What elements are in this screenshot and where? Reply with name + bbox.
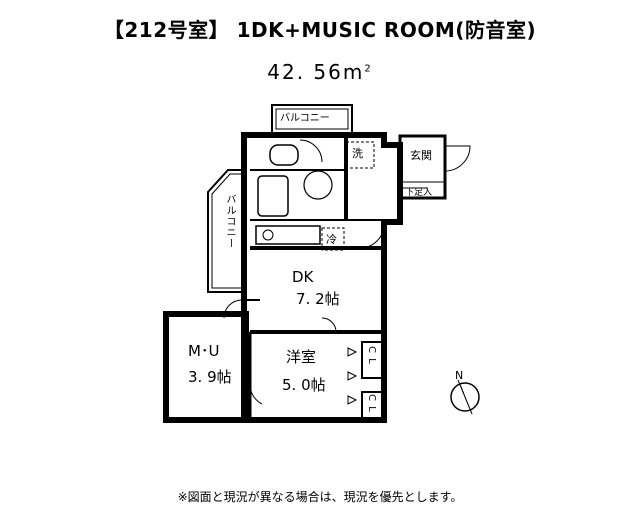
balcony-left-label: バルコニー <box>224 194 235 249</box>
exterior-walls <box>241 132 403 423</box>
shoe-box-label: 下足入 <box>405 188 433 198</box>
closet-1-label: C L <box>366 346 377 365</box>
dk-door <box>359 223 385 249</box>
floor-area-unit: 2 <box>364 63 373 75</box>
floor-area-value: 42. 56m <box>267 60 365 84</box>
toilet <box>269 144 299 166</box>
entrance-hall <box>398 134 447 200</box>
fridge-space <box>321 227 345 251</box>
entrance-label: 玄関 <box>410 149 432 162</box>
closet-1 <box>361 341 383 379</box>
dk-label: DK <box>292 268 314 286</box>
closet-2-label: C L <box>366 394 377 413</box>
washer-space <box>345 141 375 169</box>
western-door <box>249 383 263 405</box>
washer-label: 洗 <box>352 147 363 160</box>
compass-north-label: N <box>455 369 464 382</box>
compass-icon <box>450 379 480 415</box>
floor-area: 42. 56m2 <box>0 60 640 84</box>
western-room-label: 洋室 <box>286 348 317 366</box>
mu-size: 3. 9帖 <box>188 368 232 386</box>
western-room-size: 5. 0帖 <box>282 376 326 394</box>
kitchen-counter <box>255 225 321 245</box>
mu-label: M･U <box>188 342 220 360</box>
entrance-door <box>444 145 471 172</box>
fridge-label: 冷 <box>326 233 337 246</box>
balcony-top-label: バルコニー <box>280 113 330 124</box>
bathtub <box>257 175 289 217</box>
footer-note: ※図面と現況が異なる場合は、現況を優先とします。 <box>177 490 463 504</box>
unit-title: 【212号室】 1DK+MUSIC ROOM(防音室) <box>103 18 537 42</box>
closet-2 <box>361 391 383 419</box>
wash-basin <box>303 170 333 200</box>
dk-size: 7. 2帖 <box>296 290 340 308</box>
music-room <box>163 311 249 423</box>
